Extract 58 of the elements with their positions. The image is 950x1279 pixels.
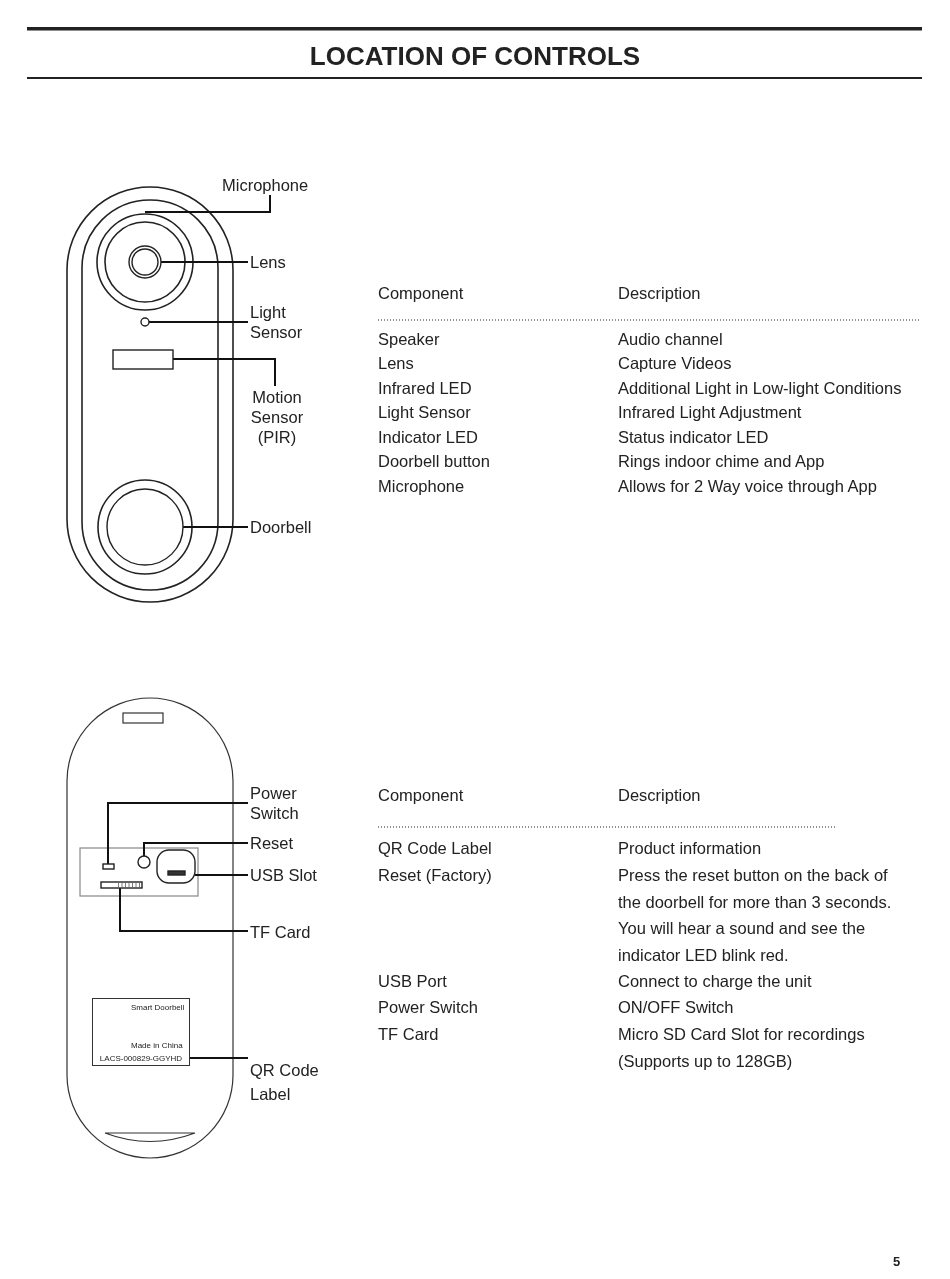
table-text: Capture Videos [618, 353, 732, 374]
leader-line [189, 1057, 249, 1059]
table-text: ON/OFF Switch [618, 997, 734, 1018]
table-text: Indicator LED [378, 427, 478, 448]
camera-lens [128, 245, 162, 279]
label-text: Smart Doorbell [131, 1003, 185, 1012]
callout-label: Microphone [222, 175, 322, 195]
table-text: Connect to charge the unit [618, 971, 812, 992]
table-text: Power Switch [378, 997, 478, 1018]
table-text: Reset (Factory) [378, 865, 492, 886]
page-number: 5 [893, 1253, 901, 1271]
leader-line [148, 321, 249, 323]
callout-label: Doorbell [250, 517, 330, 537]
table-text: Allows for 2 Way voice through App [618, 476, 877, 497]
light-sensor-dot [140, 317, 150, 327]
leader-line [107, 802, 249, 865]
product-label [92, 998, 190, 1066]
callout-label: Motion Sensor (PIR) [246, 387, 308, 447]
callout-label: Lens [250, 252, 310, 272]
leader-line [119, 887, 249, 932]
table-text: Microphone [378, 476, 465, 497]
usb-port [156, 849, 196, 884]
table-text: Speaker [378, 329, 440, 350]
reset-hole [137, 855, 151, 869]
column-header: Description [618, 785, 701, 806]
callout-label: Reset [250, 833, 310, 853]
column-header: Description [618, 283, 701, 304]
callout-label: USB Slot [250, 865, 340, 885]
table-text: Audio channel [618, 329, 723, 350]
table-text: Rings indoor chime and App [618, 451, 825, 472]
table-text: QR Code Label [378, 838, 492, 859]
column-header: Component [378, 785, 464, 806]
page-title: LOCATION OF CONTROLS [309, 41, 641, 71]
callout-label: Power Switch [250, 783, 310, 823]
power-switch [102, 863, 115, 870]
label-text: Made in China [131, 1041, 183, 1050]
table-text: Status indicator LED [618, 427, 769, 448]
callout-label: QR Code Label [250, 1058, 328, 1106]
doorbell-button [106, 488, 184, 566]
leader-line [144, 194, 271, 213]
table-text: Micro SD Card Slot for recordings (Supports up to 128GB) [618, 1024, 866, 1072]
label-text: LACS-000829-GGYHD [98, 1054, 184, 1063]
table-text: Press the reset button on the back of the doorbell for more than 3 seconds. You will hear a sound and see the indicator LED blink red. [618, 865, 893, 966]
table-text: Product information [618, 838, 762, 859]
callout-label: TF Card [250, 922, 340, 942]
table-text: Infrared LED [378, 378, 472, 399]
motion-sensor-window [112, 349, 174, 370]
table-text: Lens [378, 353, 414, 374]
table-text: USB Port [378, 971, 447, 992]
memory-card-slot [100, 881, 143, 889]
leader-line [143, 842, 249, 857]
table-text: TF Card [378, 1024, 439, 1045]
table-text: Additional Light in Low-light Conditions [618, 378, 902, 399]
column-header: Component [378, 283, 464, 304]
table-text: Light Sensor [378, 402, 471, 423]
table-text: Doorbell button [378, 451, 490, 472]
callout-label: Light Sensor [250, 302, 310, 342]
table-text: Infrared Light Adjustment [618, 402, 802, 423]
